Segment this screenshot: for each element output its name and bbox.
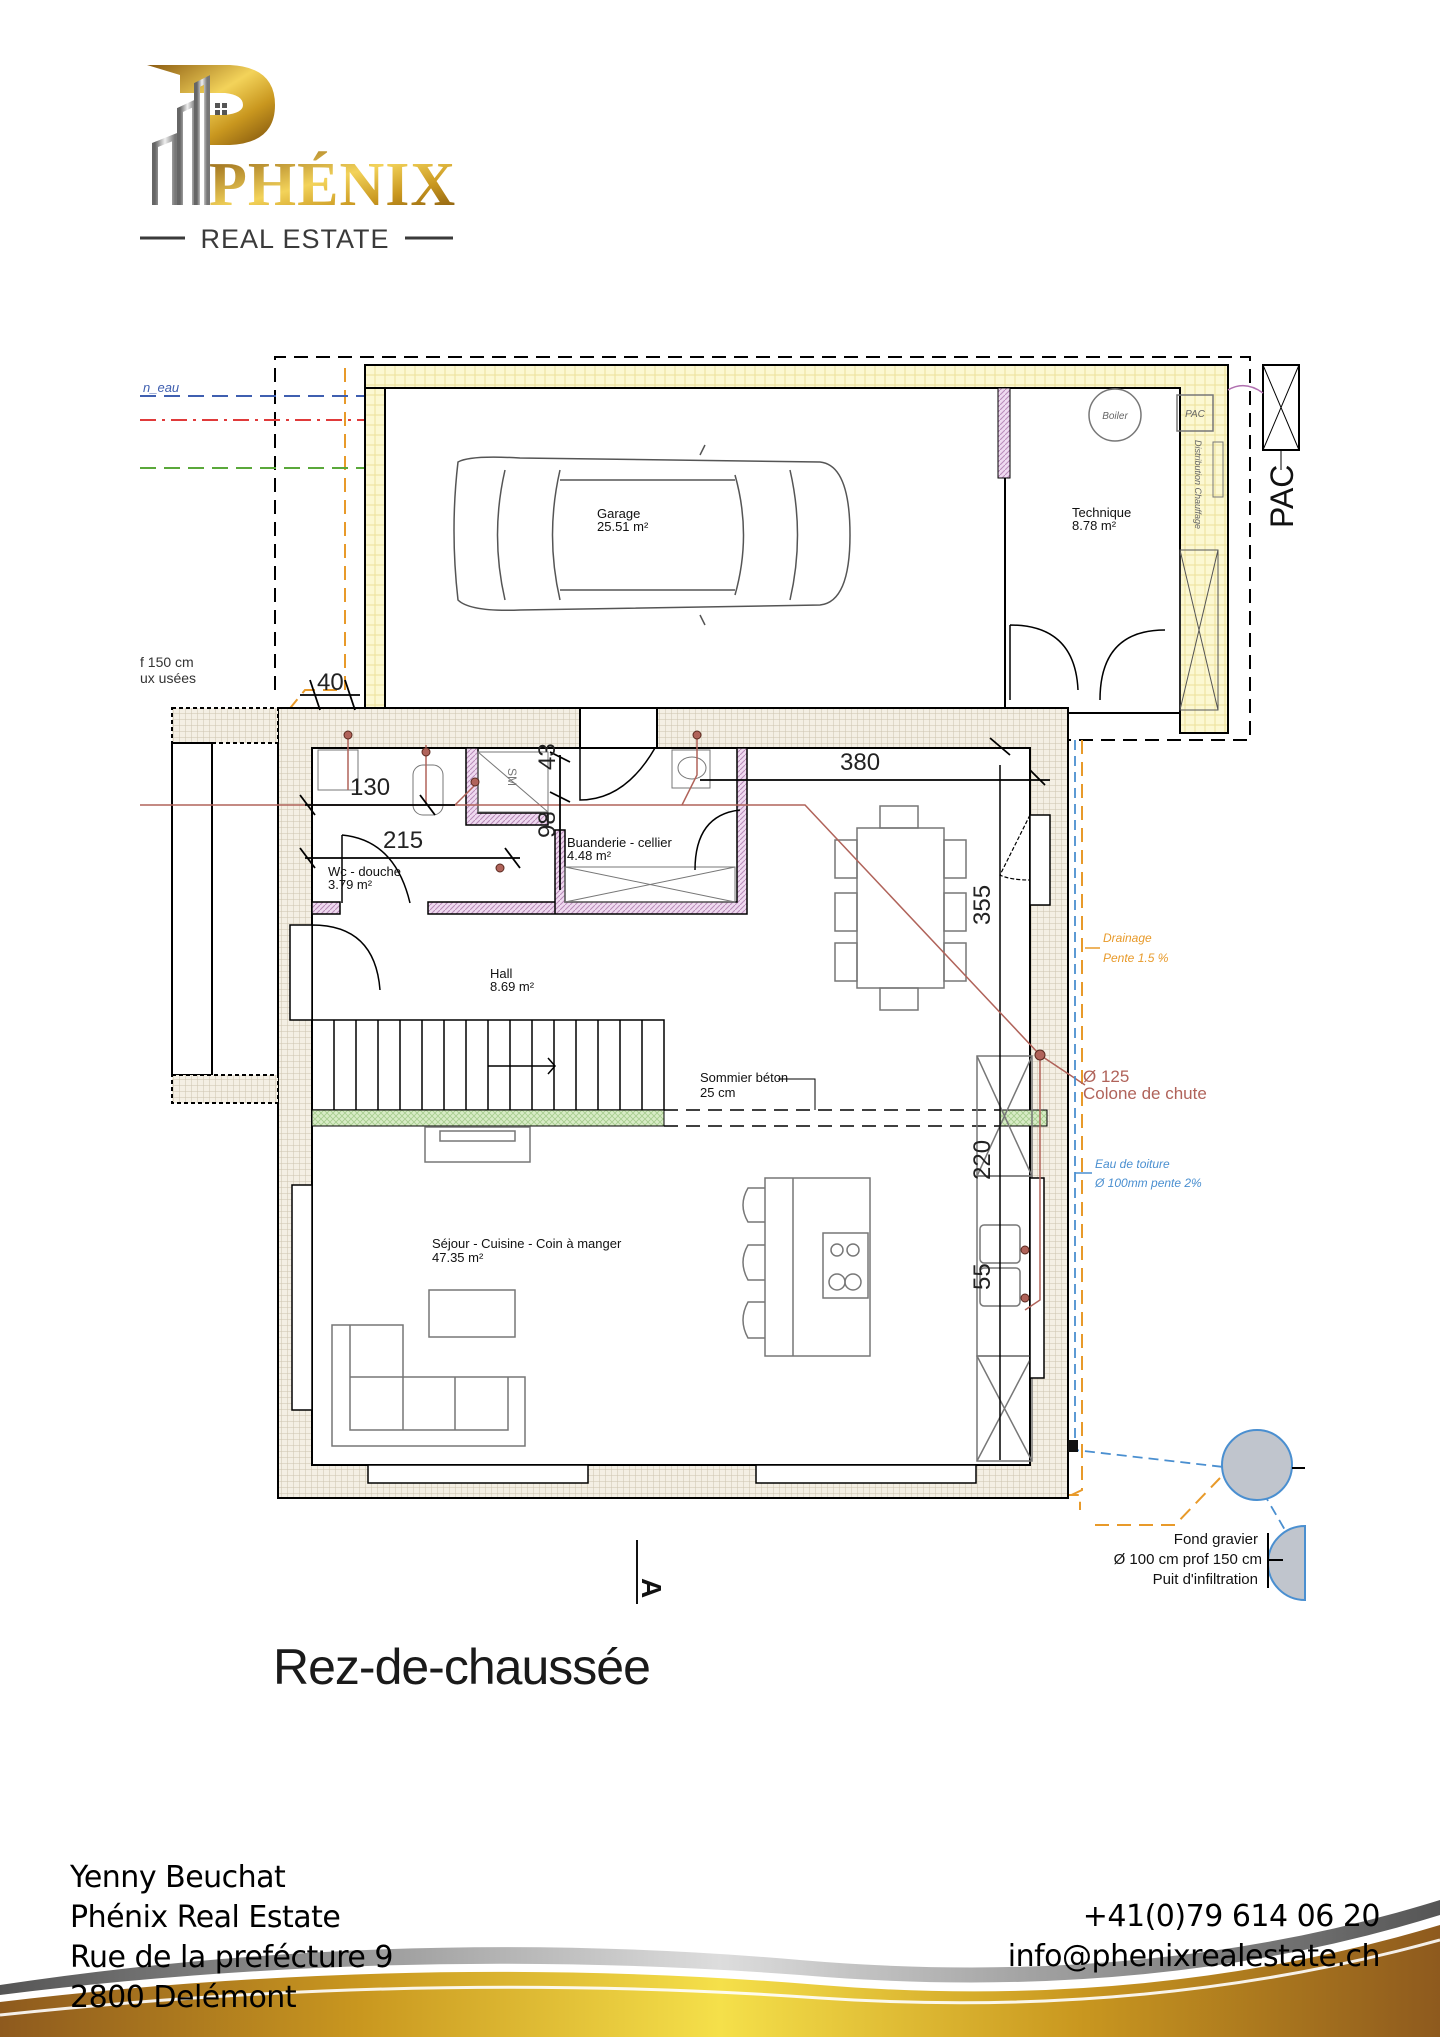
boiler-icon bbox=[1088, 388, 1142, 442]
building-icon bbox=[152, 75, 210, 205]
living-furniture bbox=[331, 1126, 531, 1447]
kitchen-island bbox=[742, 1177, 871, 1357]
section-marker: A bbox=[636, 1540, 667, 1604]
floor-plan: n_eau f 150 cm ux usées Garage 25.51 m² … bbox=[140, 356, 1306, 1604]
dim-43: 43 bbox=[534, 743, 561, 770]
dim-380: 380 bbox=[840, 749, 880, 776]
plan-title: Rez-de-chaussée bbox=[273, 1639, 651, 1695]
dim-355: 355 bbox=[969, 885, 996, 925]
logo-p-letter bbox=[147, 65, 275, 145]
logo-tagline: REAL ESTATE bbox=[200, 224, 389, 254]
contact-address-block: Yenny Beuchat Phénix Real Estate Rue de … bbox=[70, 1858, 394, 2018]
dim-130: 130 bbox=[350, 774, 390, 801]
svg-text:3.79 m²: 3.79 m² bbox=[328, 877, 373, 892]
svg-text:A: A bbox=[636, 1578, 667, 1598]
infiltration-well bbox=[1221, 1429, 1293, 1501]
agent-name: Yenny Beuchat bbox=[70, 1860, 286, 1895]
annotation-roof-water: Eau de toiture bbox=[1095, 1157, 1170, 1171]
city: 2800 Delémont bbox=[70, 1980, 297, 2015]
waste-pipes bbox=[140, 738, 1086, 1311]
svg-text:PAC: PAC bbox=[1264, 465, 1300, 528]
dim-98: 98 bbox=[534, 811, 561, 838]
svg-text:ux usées: ux usées bbox=[140, 670, 196, 686]
footer-wave bbox=[0, 1900, 1440, 2037]
svg-text:25.51 m²: 25.51 m² bbox=[597, 519, 649, 534]
annotation-drainage: Drainage bbox=[1103, 931, 1152, 945]
annotation-well: Fond gravier bbox=[1174, 1531, 1258, 1548]
svg-text:Sommier béton: Sommier béton bbox=[700, 1070, 788, 1085]
street-address: Rue de la prefécture 9 bbox=[70, 1940, 394, 1975]
phone-number[interactable]: +41(0)79 614 06 20 bbox=[1082, 1899, 1381, 1934]
svg-text:Pente 1.5 %: Pente 1.5 % bbox=[1103, 951, 1169, 965]
phenix-logo: PHÉNIX REAL ESTATE bbox=[140, 65, 456, 254]
heat-pump-indoor bbox=[1176, 394, 1214, 432]
svg-text:25 cm: 25 cm bbox=[700, 1085, 735, 1100]
window-icon bbox=[215, 103, 227, 115]
logo-wordmark: PHÉNIX bbox=[209, 151, 456, 219]
svg-text:f 150 cm: f 150 cm bbox=[140, 654, 194, 670]
room-label-hall: Hall bbox=[490, 966, 513, 981]
contact-details-block: +41(0)79 614 06 20 info@phenixrealestate… bbox=[1007, 1897, 1381, 1977]
svg-text:Puit d'infiltration: Puit d'infiltration bbox=[1153, 1571, 1258, 1588]
concrete-beam bbox=[311, 1109, 665, 1127]
room-label-sejour: Séjour - Cuisine - Coin à manger bbox=[432, 1236, 622, 1251]
staircase bbox=[311, 1019, 665, 1111]
dim-215: 215 bbox=[383, 827, 423, 854]
room-label-wc: Wc - douche bbox=[328, 864, 401, 879]
room-label-technique: Technique bbox=[1072, 505, 1131, 520]
annotation-left-top: n_eau bbox=[143, 380, 179, 395]
dim-40: 40 bbox=[317, 669, 344, 696]
svg-text:Distribution Chauffage: Distribution Chauffage bbox=[1193, 440, 1203, 529]
svg-text:4.48 m²: 4.48 m² bbox=[567, 848, 612, 863]
dining-table bbox=[834, 805, 967, 1011]
svg-text:PAC: PAC bbox=[1185, 409, 1206, 420]
annotation-colonne: Ø 125 bbox=[1083, 1067, 1129, 1086]
svg-text:47.35 m²: 47.35 m² bbox=[432, 1250, 484, 1265]
svg-text:8.78 m²: 8.78 m² bbox=[1072, 518, 1117, 533]
svg-text:8.69 m²: 8.69 m² bbox=[490, 979, 535, 994]
svg-text:Ø 100mm pente 2%: Ø 100mm pente 2% bbox=[1094, 1176, 1202, 1190]
svg-text:Ø 100 cm prof 150 cm: Ø 100 cm prof 150 cm bbox=[1114, 1551, 1262, 1568]
roof-water-line bbox=[1074, 740, 1286, 1531]
svg-text:Colone de chute: Colone de chute bbox=[1083, 1084, 1207, 1103]
room-label-garage: Garage bbox=[597, 506, 640, 521]
company-name: Phénix Real Estate bbox=[70, 1900, 341, 1935]
svg-text:Boiler: Boiler bbox=[1102, 411, 1128, 422]
car-icon bbox=[453, 444, 851, 626]
dim-220: 220 bbox=[969, 1140, 996, 1180]
room-label-buanderie: Buanderie - cellier bbox=[567, 835, 672, 850]
svg-text:SM: SM bbox=[505, 768, 519, 786]
dim-55: 55 bbox=[969, 1263, 996, 1290]
email-link[interactable]: info@phenixrealestate.ch bbox=[1007, 1939, 1381, 1974]
interior-partitions bbox=[311, 747, 748, 915]
dimension-lines bbox=[299, 679, 1050, 890]
